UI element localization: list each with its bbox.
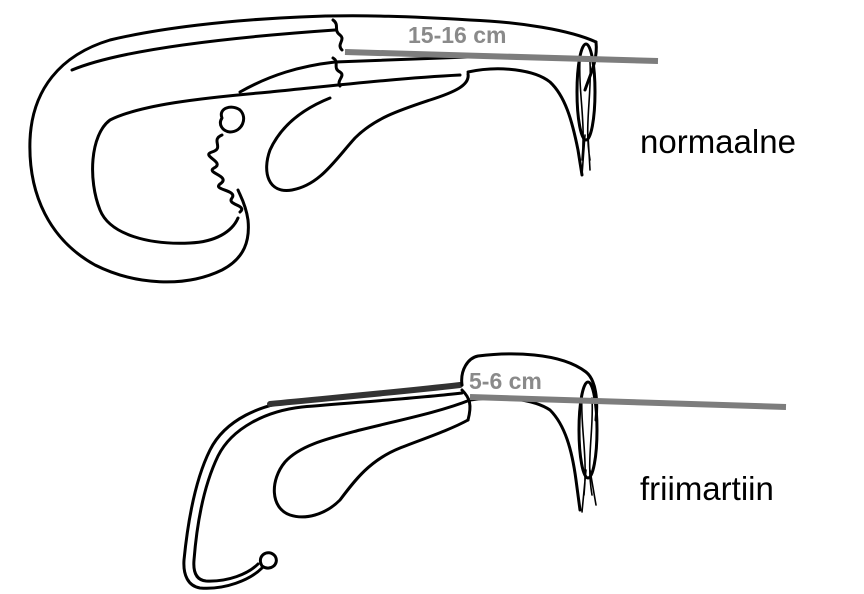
normal-tract-cut-mark-upper [333,20,342,50]
normal-tract-mid-band [240,57,468,92]
normal-tract-inner-loop [93,75,460,243]
normal-tract-upper-band [72,30,335,70]
normal-tract-body-lower [468,69,582,175]
freemartin-tract-inner-loop [274,400,470,517]
normal-tract-label: normaalne [640,123,796,160]
normal-tract-right-horn [267,74,469,190]
normal-tract-oviduct [209,135,242,212]
normal-tract-drawing: 15-16 cm normaalne [30,16,796,282]
freemartin-measurement-line [470,397,786,407]
normal-measurement-label: 15-16 cm [408,22,506,48]
freemartin-tract-notch [462,390,470,420]
freemartin-tract-body-lower [470,398,580,510]
normal-tract-ovary [220,107,243,132]
freemartin-tract-label: friimartiin [640,470,774,507]
freemartin-tract-cervix-folds [582,395,596,512]
freemartin-tract-ovary [260,553,276,568]
freemartin-tract-drawing: 5-6 cm friimartiin [184,354,786,588]
freemartin-measurement-label: 5-6 cm [469,368,542,394]
